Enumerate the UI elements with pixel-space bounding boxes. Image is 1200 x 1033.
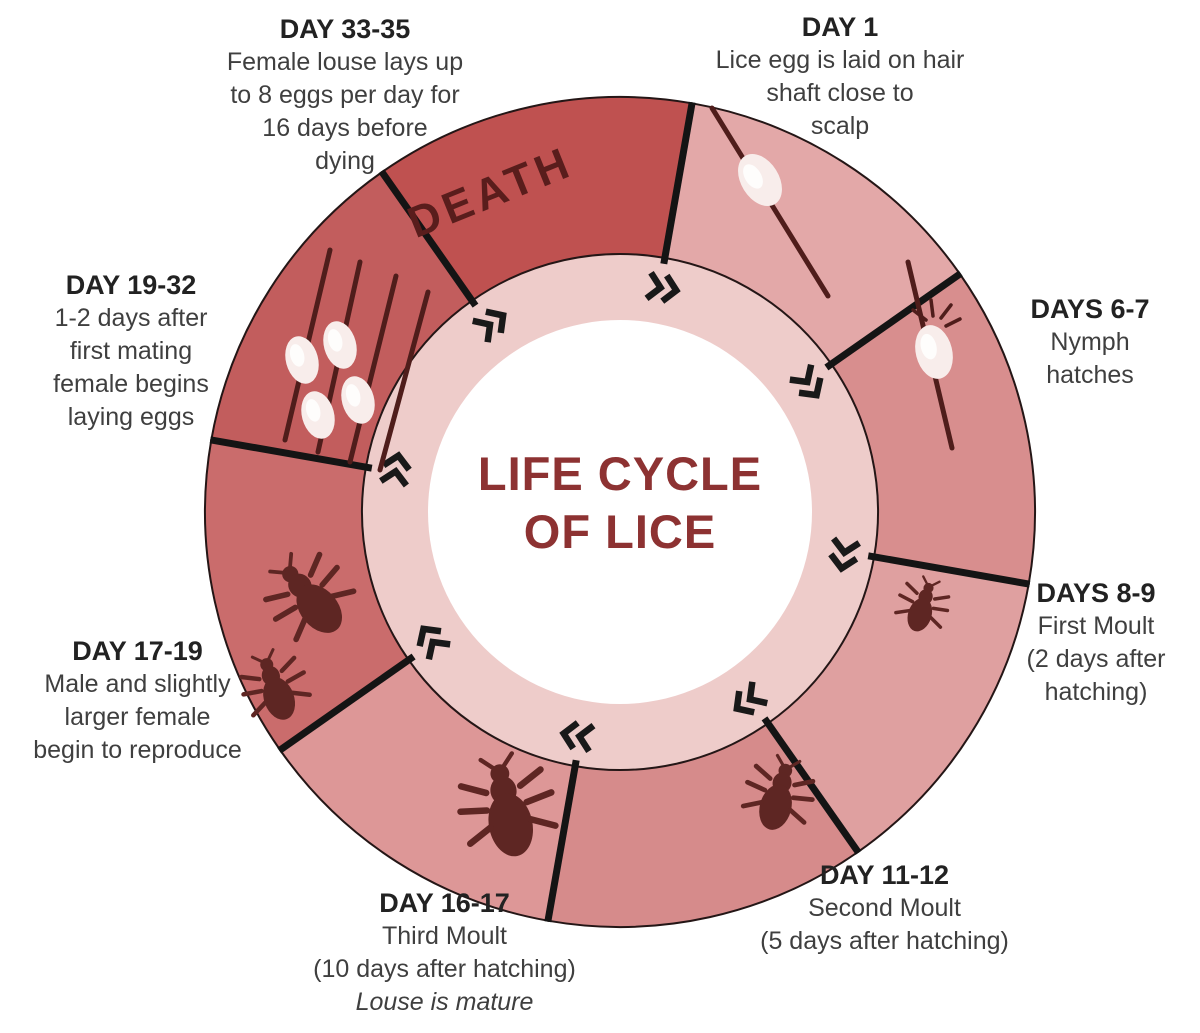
stage-line: scalp (810, 112, 870, 140)
stage-label-day-1: DAY 1 Lice egg is laid on hair shaft clo… (645, 10, 1035, 143)
segment-divider (867, 552, 1031, 588)
stage-line: (10 days after hatching) (313, 955, 576, 983)
stage-label-days-6-7: DAYS 6-7 Nymph hatches (985, 292, 1195, 392)
flow-chevron-icon (733, 681, 768, 716)
stage-label-day-19-32: DAY 19-32 1-2 days after first mating fe… (2, 268, 260, 434)
stage-line: larger female (64, 703, 211, 731)
stage-heading: DAY 16-17 (379, 888, 510, 918)
stage-line: dying (315, 147, 375, 175)
stage-label-days-8-9: DAYS 8-9 First Moult (2 days after hatch… (992, 576, 1200, 709)
nymph-icon (905, 259, 962, 451)
flow-chevron-icon (789, 364, 824, 399)
stage-label-day-33-35: DAY 33-35 Female louse lays up to 8 eggs… (170, 12, 520, 178)
stage-heading: DAY 19-32 (65, 270, 197, 300)
flow-chevron-icon (644, 271, 681, 304)
stage-heading: DAY 11-12 (819, 860, 950, 890)
stage-heading: DAYS 6-7 (1030, 294, 1150, 324)
stage-line: Male and slightly (44, 670, 231, 698)
stage-line: 16 days before (262, 114, 428, 142)
stage-heading: DAY 1 (801, 12, 879, 42)
flow-chevron-icon (472, 308, 507, 343)
stage-line: hatching) (1044, 678, 1148, 706)
flow-chevron-icon (828, 536, 861, 573)
stage-line: Nymph (1050, 328, 1130, 356)
segment-divider (378, 169, 479, 308)
stage-line: Second Moult (808, 894, 961, 922)
center-title-line-2: OF LICE (524, 505, 716, 558)
stage-heading: DAYS 8-9 (1036, 578, 1156, 608)
center-disc (428, 320, 812, 704)
stage-label-day-11-12: DAY 11-12 Second Moult (5 days after hat… (712, 858, 1057, 958)
stage-line: Lice egg is laid on hair (715, 46, 965, 74)
stage-heading: DAY 33-35 (279, 14, 411, 44)
stage-line: laying eggs (67, 403, 195, 431)
segment-divider (824, 270, 963, 371)
stage-line: First Moult (1037, 612, 1155, 640)
stage-line: first mating (69, 337, 193, 365)
flow-chevron-icon (379, 451, 412, 488)
stage-line: (5 days after hatching) (760, 927, 1009, 955)
segment-divider (544, 759, 580, 923)
stage-line: Third Moult (381, 922, 508, 950)
stage-line: Female louse lays up (226, 48, 464, 76)
stage-line: shaft close to (766, 79, 914, 107)
stage-line: to 8 eggs per day for (230, 81, 460, 109)
stage-line: Louse is mature (355, 988, 534, 1016)
stage-line: female begins (53, 370, 209, 398)
flow-chevron-icon (559, 720, 596, 753)
segment-divider (277, 653, 416, 754)
segment-divider (209, 436, 373, 472)
center-title-line-1: LIFE CYCLE (478, 447, 762, 500)
stage-heading: DAY 17-19 (72, 636, 203, 666)
stage-label-day-16-17: DAY 16-17 Third Moult (10 days after hat… (262, 886, 627, 1019)
segment-divider (761, 716, 862, 855)
egg-on-hair-icon (709, 105, 831, 299)
stage-line: begin to reproduce (33, 736, 242, 764)
stage-line: 1-2 days after (54, 304, 208, 332)
stage-line: (2 days after (1026, 645, 1166, 673)
stage-label-day-17-19: DAY 17-19 Male and slightly larger femal… (0, 634, 275, 767)
stage-line: hatches (1046, 361, 1134, 389)
flow-chevron-icon (416, 625, 451, 660)
segment-divider (660, 101, 696, 265)
eggs-on-hair-icon (280, 247, 431, 473)
